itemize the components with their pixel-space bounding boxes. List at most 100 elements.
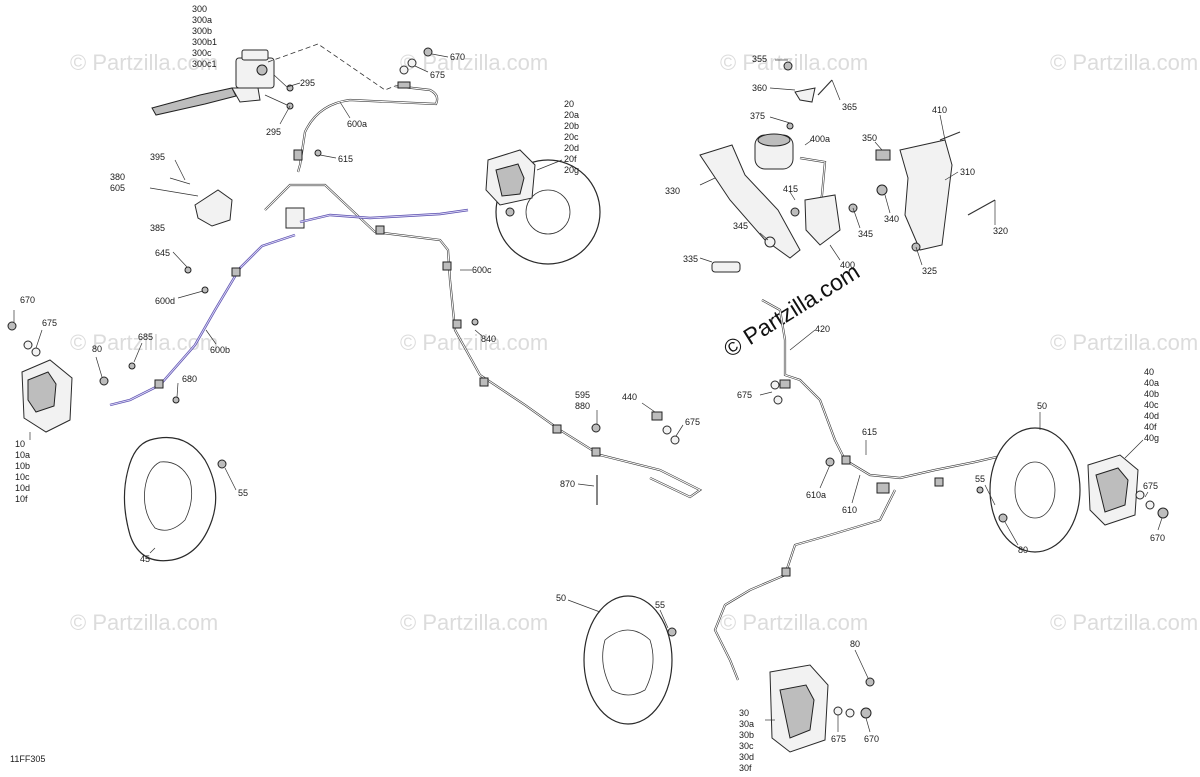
callout-label: 395 bbox=[150, 152, 165, 162]
washer-icon bbox=[1145, 500, 1155, 510]
callout-label: 440 bbox=[622, 392, 637, 402]
diagram-code: 11FF305 bbox=[10, 754, 45, 764]
watermark: © Partzilla.com bbox=[1050, 330, 1198, 355]
banjo-bolt-icon bbox=[1157, 507, 1169, 519]
callout-label: 80 bbox=[850, 639, 860, 649]
callout-label: 50 bbox=[556, 593, 566, 603]
callout-label: 40b bbox=[1144, 389, 1159, 399]
master-cylinder bbox=[235, 57, 275, 89]
callout-label: 320 bbox=[993, 226, 1008, 236]
bolt-icon bbox=[128, 362, 136, 370]
spring-350 bbox=[875, 149, 891, 161]
callout-label: 50 bbox=[1037, 401, 1047, 411]
callout-label: 675 bbox=[42, 318, 57, 328]
callout-label: 610a bbox=[806, 490, 826, 500]
callout-label: 10d bbox=[15, 483, 30, 493]
callout-label: 300c1 bbox=[192, 59, 217, 69]
callout-label: 410 bbox=[932, 105, 947, 115]
watermark: © Partzilla.com bbox=[70, 330, 218, 355]
reservoir-cap bbox=[757, 133, 791, 147]
hose-clip bbox=[452, 319, 462, 329]
brake-pedal bbox=[699, 144, 801, 259]
callout-label: 605 bbox=[110, 183, 125, 193]
callout-label: 80 bbox=[92, 344, 102, 354]
callout-label: 600b bbox=[210, 345, 230, 355]
bolt-icon bbox=[505, 207, 515, 217]
callout-label: 415 bbox=[783, 184, 798, 194]
callout-label: 30 bbox=[739, 708, 749, 718]
callout-label: 675 bbox=[1143, 481, 1158, 491]
callout-label: 610 bbox=[842, 505, 857, 515]
callout-label: 355 bbox=[752, 54, 767, 64]
dashed-connection bbox=[267, 43, 396, 91]
callout-label: 345 bbox=[858, 229, 873, 239]
callout-label: 615 bbox=[338, 154, 353, 164]
hose-clip bbox=[841, 455, 851, 465]
banjo-bolts-top bbox=[314, 47, 433, 157]
watermark: © Partzilla.com bbox=[720, 610, 868, 635]
callout-label: 40 bbox=[1144, 367, 1154, 377]
washer-icon bbox=[833, 706, 843, 716]
pin-icon bbox=[790, 207, 800, 217]
bolt-icon bbox=[99, 376, 109, 386]
callout-label: 10b bbox=[15, 461, 30, 471]
callout-label: 10 bbox=[15, 439, 25, 449]
callout-label: 675 bbox=[685, 417, 700, 427]
callouts: 300 300a 300b 300b1 300c 300c1 295 295 6… bbox=[10, 4, 1165, 773]
hose-clip bbox=[442, 261, 452, 271]
callout-label: 40d bbox=[1144, 411, 1159, 421]
sensor-plug-icon bbox=[651, 411, 663, 421]
washer-icon bbox=[31, 347, 41, 357]
callout-label: 40g bbox=[1144, 433, 1159, 443]
callout-label: 645 bbox=[155, 248, 170, 258]
leader-lines bbox=[13, 53, 1163, 733]
clip-icon bbox=[825, 457, 835, 467]
hose-365 bbox=[817, 79, 833, 96]
abs-unit bbox=[285, 207, 305, 229]
clip-icon bbox=[786, 122, 794, 130]
bolt-icon bbox=[783, 61, 793, 71]
callout-label: 365 bbox=[842, 102, 857, 112]
hose-clip bbox=[779, 379, 791, 389]
callout-label: 30d bbox=[739, 752, 754, 762]
callout-label: 300 bbox=[192, 4, 207, 14]
washer-icon bbox=[1135, 490, 1145, 500]
watermark: © Partzilla.com bbox=[400, 610, 548, 635]
callout-label: 30a bbox=[739, 719, 754, 729]
callout-label: 10a bbox=[15, 450, 30, 460]
callout-label: 30c bbox=[739, 741, 754, 751]
washer-icon bbox=[770, 380, 780, 390]
bolt-icon bbox=[976, 486, 984, 494]
callout-label: 615 bbox=[862, 427, 877, 437]
callout-label: 55 bbox=[975, 474, 985, 484]
callout-label: 870 bbox=[560, 479, 575, 489]
callout-label: 600c bbox=[472, 265, 492, 275]
callout-label: 420 bbox=[815, 324, 830, 334]
reservoir-cap bbox=[241, 49, 269, 61]
callout-label: 20f bbox=[564, 154, 577, 164]
callout-label: 55 bbox=[655, 600, 665, 610]
watermark: © Partzilla.com bbox=[70, 50, 218, 75]
callout-label: 330 bbox=[665, 186, 680, 196]
watermark-main: © Partzilla.com bbox=[719, 258, 864, 362]
callout-label: 30f bbox=[739, 763, 752, 773]
callout-label: 300b1 bbox=[192, 37, 217, 47]
callout-label: 80 bbox=[1018, 545, 1028, 555]
callout-label: 325 bbox=[922, 266, 937, 276]
watermark: © Partzilla.com bbox=[400, 50, 548, 75]
callout-label: 40f bbox=[1144, 422, 1157, 432]
abs-bracket bbox=[149, 177, 233, 294]
front-right-brake bbox=[485, 149, 601, 265]
callout-label: 375 bbox=[750, 111, 765, 121]
bolt-icon bbox=[217, 459, 227, 469]
rear-master-cylinder bbox=[804, 194, 841, 246]
hose-clip bbox=[479, 377, 489, 387]
callout-label: 295 bbox=[300, 78, 315, 88]
watermark: © Partzilla.com bbox=[400, 330, 548, 355]
washer-icon bbox=[845, 708, 855, 718]
callout-label: 295 bbox=[266, 127, 281, 137]
hose-clip bbox=[231, 267, 241, 277]
sight-glass bbox=[256, 64, 268, 76]
rear-master-cylinder-assembly bbox=[699, 61, 996, 273]
hose-clip bbox=[591, 447, 601, 457]
